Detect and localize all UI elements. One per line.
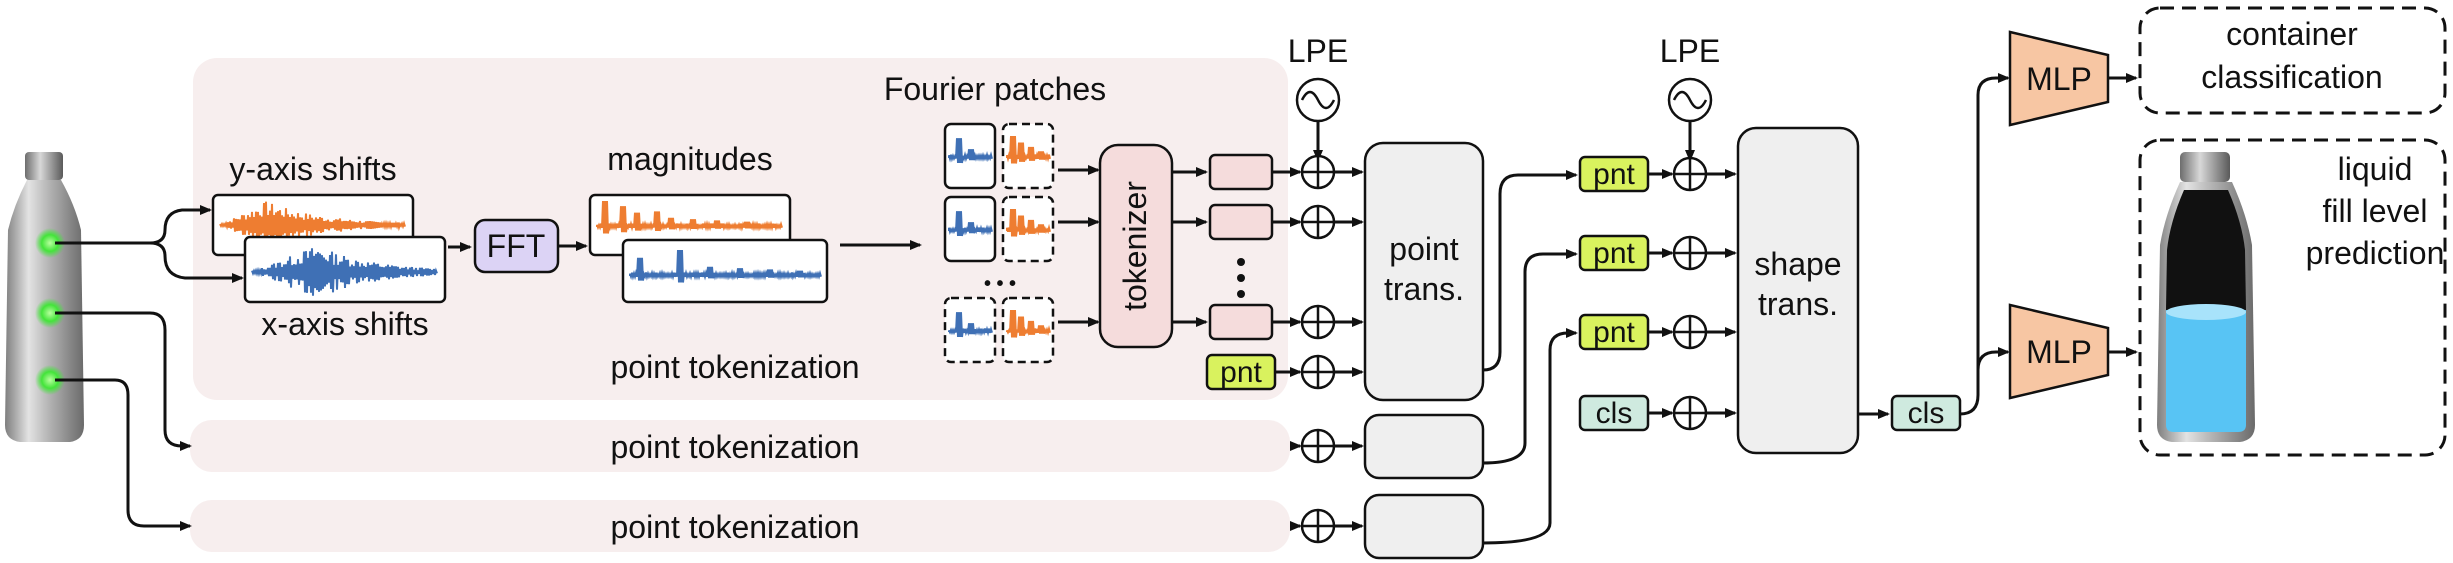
mlp-block-top <box>2008 30 2110 127</box>
patch-spectrum <box>1006 208 1051 237</box>
led-1-icon <box>35 228 65 258</box>
cls-output-label: cls <box>1908 397 1945 430</box>
patch-spectrum <box>948 138 993 164</box>
led-3-icon <box>35 365 65 395</box>
container-classification-box <box>2138 6 2447 115</box>
lpe-label-1: LPE <box>1288 33 1348 69</box>
pnt-token-label: pnt <box>1593 237 1635 270</box>
pnt-token-label: pnt <box>1593 316 1635 349</box>
patch-spectrum <box>948 211 993 237</box>
connector <box>1959 73 2010 416</box>
connector <box>1976 347 2010 371</box>
liquid-fill-label-2: fill level <box>2323 193 2428 229</box>
point-transformer-block-3 <box>1363 493 1485 560</box>
point-tokenization-label-3: point tokenization <box>610 509 859 545</box>
point-tokenization-label-1: point tokenization <box>610 349 859 385</box>
mlp-label-bottom: MLP <box>2026 334 2092 370</box>
point-trans-label-2: trans. <box>1384 271 1464 307</box>
container-classification-label-1: container <box>2226 16 2358 52</box>
mlp-label-top: MLP <box>2026 61 2092 97</box>
patch-token <box>1208 303 1274 341</box>
y-axis-shifts-label: y-axis shifts <box>229 151 396 187</box>
patch-token <box>1208 153 1274 191</box>
connector <box>55 378 192 531</box>
point-trans-label-1: point <box>1389 231 1459 267</box>
patch-spectrum <box>948 312 993 338</box>
x-axis-shifts-label: x-axis shifts <box>261 306 428 342</box>
liquid-fill-label-1: liquid <box>2338 151 2413 187</box>
liquid-bottle-icon <box>2157 152 2255 442</box>
sensor-bottle-icon <box>5 152 84 442</box>
patch-token <box>1208 203 1274 241</box>
x-axis-signal-plot <box>243 235 447 304</box>
mlp-block-bottom <box>2008 303 2110 400</box>
point-tokenization-label-2: point tokenization <box>610 429 859 465</box>
patch-spectrum <box>1006 309 1051 338</box>
add-nodes-col2 <box>1648 156 1737 431</box>
fourier-patches-grid <box>943 122 1055 364</box>
patch-ellipsis: • • • <box>984 273 1016 295</box>
fft-label: FFT <box>487 228 546 264</box>
tokenization-bar-3 <box>190 500 1290 552</box>
led-2-icon <box>35 298 65 328</box>
cls-token-label: cls <box>1596 397 1633 430</box>
magnitude-plot-blue <box>621 238 829 304</box>
connector <box>1482 328 1578 545</box>
lpe-label-2: LPE <box>1660 33 1720 69</box>
tokenizer-block <box>1098 143 1174 349</box>
fourier-patches-label: Fourier patches <box>884 71 1106 107</box>
tokenizer-label: tokenizer <box>1117 181 1153 311</box>
liquid-fill-label-3: prediction <box>2306 235 2445 271</box>
add-nodes-col1 <box>1272 154 1364 544</box>
connector <box>55 311 183 448</box>
patch-tokens <box>1208 153 1274 341</box>
patch-spectrum <box>1006 135 1051 164</box>
container-classification-label-2: classification <box>2201 59 2382 95</box>
point-transformer-block-2 <box>1363 413 1485 480</box>
connector <box>1482 170 1578 372</box>
magnitudes-label: magnitudes <box>607 141 772 177</box>
connector <box>1482 249 1578 465</box>
tokenization-bar-2 <box>190 420 1290 472</box>
pnt-token-label: pnt <box>1220 356 1262 389</box>
point-transformer-block <box>1363 141 1485 402</box>
shape-transformer-block <box>1736 126 1860 455</box>
pnt-token-label: pnt <box>1593 158 1635 191</box>
connector <box>149 241 244 283</box>
shape-trans-label-1: shape <box>1754 246 1841 282</box>
shape-trans-label-2: trans. <box>1758 286 1838 322</box>
